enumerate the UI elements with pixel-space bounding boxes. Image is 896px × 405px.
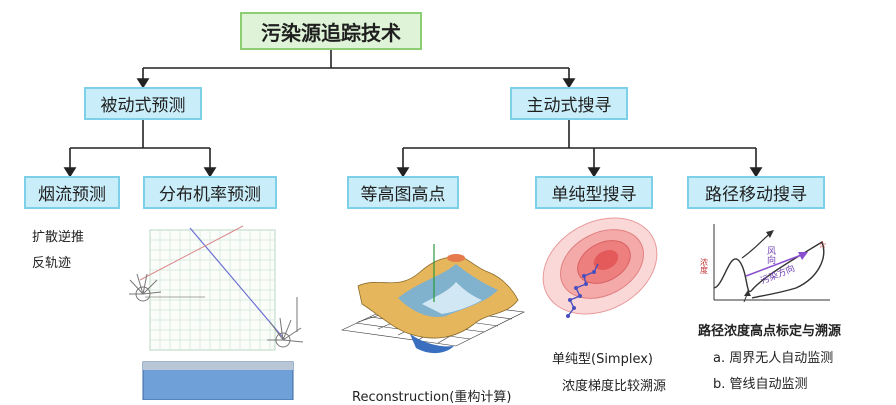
simplex-caption-title: 单纯型(Simplex) — [552, 352, 653, 367]
root-node: 污染源追踪技术 — [240, 12, 422, 50]
distribution-grid-figure — [129, 225, 304, 400]
path-concentration-plot: ☆ 风向 污染方向 浓度 — [700, 224, 830, 303]
simplex-search-node: 单纯型搜寻 — [535, 176, 653, 209]
path-item-b: b. 管线自动监测 — [713, 377, 808, 392]
plot-label-wind: 风向 — [765, 246, 776, 264]
contour-peak-node: 等高图高点 — [347, 176, 459, 209]
path-item-a: a. 周界无人自动监测 — [713, 351, 834, 366]
note-diffusion-inversion: 扩散逆推 — [32, 230, 85, 245]
simplex-contour-figure — [542, 217, 658, 318]
reconstruction-surface-figure — [340, 244, 526, 354]
reconstruction-caption: Reconstruction(重构计算) — [352, 390, 512, 405]
path-movement-search-node: 路径移动搜寻 — [687, 176, 825, 209]
active-search-node: 主动式搜寻 — [510, 87, 628, 120]
svg-text:☆: ☆ — [818, 240, 827, 251]
simplex-caption-sub: 浓度梯度比较溯源 — [562, 379, 667, 394]
plume-prediction-node: 烟流预测 — [24, 176, 120, 209]
plot-label-concentration: 浓度 — [700, 258, 709, 275]
note-back-trajectory: 反轨迹 — [32, 256, 72, 271]
plot-label-direction: 污染方向 — [759, 262, 797, 287]
path-caption-title: 路径浓度高点标定与溯源 — [698, 324, 842, 339]
distribution-probability-node: 分布机率预测 — [143, 176, 277, 209]
passive-prediction-node: 被动式预测 — [84, 87, 202, 120]
